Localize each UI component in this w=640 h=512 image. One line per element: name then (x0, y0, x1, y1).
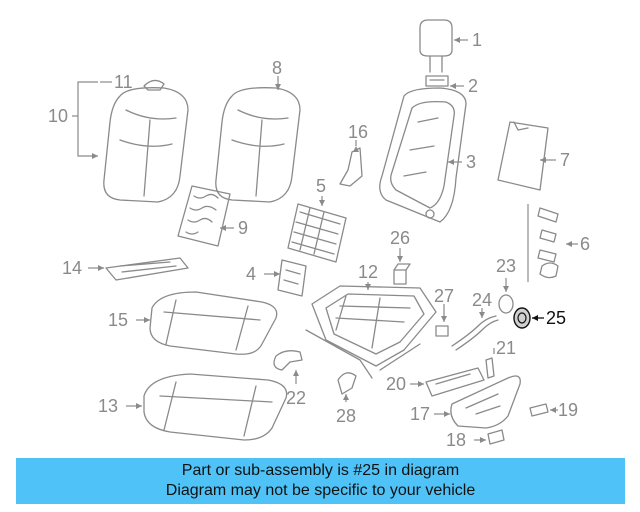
part-4-lumbar-motor: 4 (246, 259, 307, 297)
leader-arrowheads (92, 37, 572, 443)
part-label-23[interactable]: 23 (496, 256, 516, 276)
part-16-bracket: 16 (339, 122, 368, 187)
part-label-9[interactable]: 9 (238, 218, 248, 238)
part-label-27[interactable]: 27 (434, 286, 454, 306)
part-25-highlighted: 25 (513, 307, 566, 329)
part-8-seatback-cover: 8 (215, 58, 301, 203)
part-11-clip: 11 (100, 72, 165, 92)
part-22-handle: 22 (273, 350, 306, 408)
part-label-7[interactable]: 7 (560, 150, 570, 170)
part-label-1[interactable]: 1 (472, 30, 482, 50)
part-14-cushion-heater: 14 (62, 257, 189, 281)
part-1-headrest: 1 (419, 19, 482, 73)
part-label-8[interactable]: 8 (272, 58, 282, 78)
part-label-20[interactable]: 20 (386, 374, 406, 394)
banner-line-1: Part or sub-assembly is #25 in diagram (181, 462, 460, 479)
banner-line-2: Diagram may not be specific to your vehi… (165, 482, 476, 499)
part-label-6[interactable]: 6 (580, 234, 590, 254)
part-6-connectors: 6 (527, 204, 590, 282)
part-label-5[interactable]: 5 (316, 176, 326, 196)
part-label-2[interactable]: 2 (468, 76, 478, 96)
part-label-18[interactable]: 18 (446, 430, 466, 450)
part-10-seatback-assembly: 10 (48, 81, 189, 203)
part-label-11[interactable]: 11 (114, 72, 133, 92)
part-27-clip: 27 (434, 286, 454, 337)
info-banner: Part or sub-assembly is #25 in diagram D… (16, 458, 625, 504)
part-23-grommet: 23 (496, 256, 516, 314)
part-label-10[interactable]: 10 (48, 106, 68, 126)
part-18-knob: 18 (446, 429, 505, 450)
part-3-seatback-frame: 3 (379, 87, 476, 223)
part-12-seat-track: 12 (305, 262, 437, 379)
part-label-4[interactable]: 4 (246, 264, 256, 284)
part-9-heater: 9 (177, 185, 248, 247)
part-15-cushion-cover: 15 (108, 291, 278, 355)
part-20-inner-trim: 20 (386, 367, 485, 397)
part-label-22[interactable]: 22 (286, 388, 306, 408)
part-21-bolt: 21 (485, 338, 516, 379)
part-label-3[interactable]: 3 (466, 152, 476, 172)
part-label-26[interactable]: 26 (390, 228, 410, 248)
part-label-17[interactable]: 17 (410, 404, 430, 424)
part-label-24[interactable]: 24 (472, 290, 492, 310)
seat-parts-diagram: 1 2 3 7 8 10 11 (48, 19, 590, 450)
part-label-21[interactable]: 21 (496, 338, 516, 358)
part-24-cable: 24 (451, 290, 499, 351)
part-13-cushion-pad: 13 (98, 373, 288, 441)
part-7-side-panel: 7 (497, 121, 570, 191)
part-label-19[interactable]: 19 (558, 400, 578, 420)
part-label-12[interactable]: 12 (358, 262, 378, 282)
part-26-switch: 26 (390, 228, 411, 285)
part-label-28[interactable]: 28 (336, 406, 356, 426)
part-label-14[interactable]: 14 (62, 258, 82, 278)
part-label-13[interactable]: 13 (98, 396, 118, 416)
part-5-lumbar: 5 (287, 176, 347, 263)
part-label-15[interactable]: 15 (108, 310, 128, 330)
part-label-16[interactable]: 16 (348, 122, 368, 142)
part-label-25[interactable]: 25 (546, 308, 566, 328)
